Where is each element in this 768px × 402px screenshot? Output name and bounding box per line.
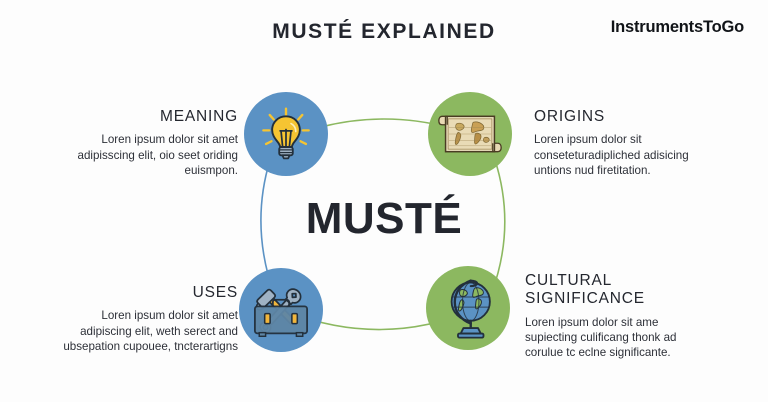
page-title: MUSTÉ EXPLAINED — [272, 20, 496, 43]
node-circle-cultural[interactable] — [426, 266, 510, 350]
toolbox-icon — [253, 288, 309, 338]
node-body-uses: Loren ipsum dolor sit amet adipiscing el… — [63, 309, 238, 353]
node-body-meaning: Loren ipsum dolor sit amet adipisscing e… — [77, 133, 238, 177]
node-body-origins: Loren ipsum dolor sit conseteturadiplich… — [534, 133, 689, 177]
node-circle-uses[interactable] — [239, 268, 323, 352]
node-title-meaning: MEANING — [160, 108, 238, 125]
node-title-origins: ORIGINS — [534, 108, 606, 125]
globe-icon — [450, 279, 491, 339]
text-block-uses: USES Loren ipsum dolor sit amet adipisci… — [55, 284, 238, 354]
node-title-uses: USES — [192, 284, 238, 301]
node-body-cultural: Loren ipsum dolor sit ame supiecting cul… — [525, 315, 677, 360]
text-block-meaning: MEANING Loren ipsum dolor sit amet adipi… — [60, 108, 238, 178]
map-scroll-icon — [438, 115, 502, 153]
text-block-origins: ORIGINS Loren ipsum dolor sit consetetur… — [534, 108, 712, 178]
center-keyword: MUSTÉ — [305, 194, 463, 243]
lightbulb-icon — [262, 107, 310, 160]
text-block-cultural: CULTURAL SIGNIFICANCE Loren ipsum dolor … — [525, 272, 711, 360]
node-circle-origins[interactable] — [428, 92, 512, 176]
node-title-cultural: CULTURAL SIGNIFICANCE — [525, 272, 645, 308]
brand-logo: InstrumentsToGo — [610, 18, 744, 36]
node-circle-meaning[interactable] — [244, 92, 328, 176]
